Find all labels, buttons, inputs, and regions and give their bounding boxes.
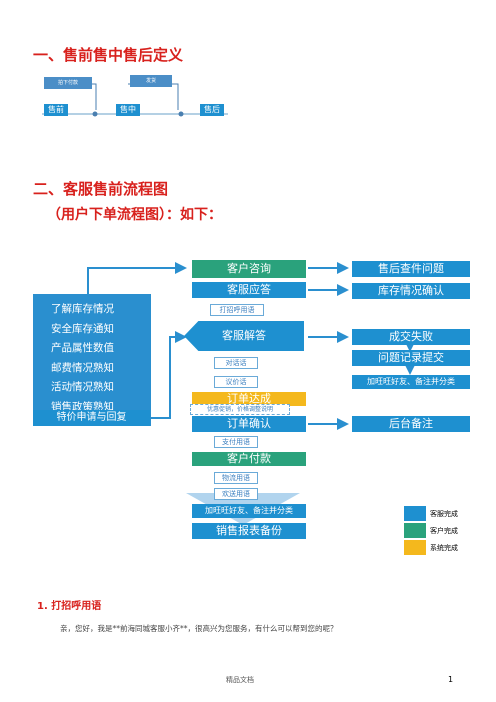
customer-consult: 客户咨询 xyxy=(192,260,306,278)
order-note: 优惠促销，价格调整说明 xyxy=(190,404,290,415)
greet-script: 打招呼用语 xyxy=(210,304,264,316)
legend-label: 客户完成 xyxy=(430,526,458,535)
legend-label: 系统完成 xyxy=(430,543,458,552)
issue-record: 问题记录提交 xyxy=(352,350,470,366)
panel-item: 了解库存情况 xyxy=(51,303,114,315)
section2-title: 二、客服售前流程图 xyxy=(33,180,169,198)
compare-script: 对话话 xyxy=(214,357,258,369)
timeline-diagram: 拍下付款 发货 售前 售中 售后 xyxy=(40,72,230,122)
left-knowledge-panel: 了解库存情况 安全库存通知 产品属性数值 邮费情况熟知 活动情况熟知 销售政策熟… xyxy=(33,294,151,426)
legend-swatch xyxy=(404,523,426,538)
legend-swatch xyxy=(404,540,426,555)
legend-item: 客户完成 xyxy=(404,522,474,539)
panel-item: 产品属性数值 xyxy=(51,342,114,354)
thanks-script: 欢送用语 xyxy=(214,488,258,500)
pay-script: 支付用语 xyxy=(214,436,258,448)
panel-item: 安全库存通知 xyxy=(51,322,114,335)
legend-item: 系统完成 xyxy=(404,539,474,556)
add-friend-right: 加旺旺好友、备注并分类 xyxy=(352,375,470,389)
service-answer: 客服解答 xyxy=(184,321,304,351)
logistics-script: 物流用语 xyxy=(214,472,258,484)
special-price-box: 特价申请与回复 xyxy=(33,410,150,426)
label-aftersale: 售后 xyxy=(200,104,224,116)
add-tag-box: 加旺旺好友、备注并分类 xyxy=(192,504,306,518)
legend: 客服完成 客户完成 系统完成 xyxy=(404,505,474,556)
label-pay: 拍下付款 xyxy=(44,77,92,89)
section1-title: 一、售前售中售后定义 xyxy=(33,46,184,64)
backend-note: 后台备注 xyxy=(352,416,470,432)
after-check: 售后查件问题 xyxy=(352,261,470,277)
service-reply: 客服应答 xyxy=(192,282,306,298)
label-insale: 售中 xyxy=(116,104,140,116)
legend-label: 客服完成 xyxy=(430,509,458,518)
legend-item: 客服完成 xyxy=(404,505,474,522)
page-number: 1 xyxy=(448,675,454,684)
item1-text: 亲，您好，我是**前海同城客服小齐**，很高兴为您服务，有什么可以帮到您的呢？ xyxy=(60,624,338,633)
panel-item: 销售政策熟知 xyxy=(51,400,114,413)
order-done: 订单达成 xyxy=(192,392,306,406)
bargain-script: 议价话 xyxy=(214,376,258,388)
footer-center: 精品文档 xyxy=(226,676,254,684)
label-presale: 售前 xyxy=(44,104,68,116)
customer-pay: 客户付款 xyxy=(192,452,306,466)
sales-report: 销售报表备份 xyxy=(192,523,306,539)
stock-confirm: 库存情况确认 xyxy=(352,283,470,299)
panel-item: 邮费情况熟知 xyxy=(51,361,114,374)
section2-subtitle: （用户下单流程图）：如下： xyxy=(47,207,222,223)
deal-fail: 成交失败 xyxy=(352,329,470,345)
legend-swatch xyxy=(404,506,426,521)
order-confirm: 订单确认 xyxy=(192,416,306,432)
panel-item: 活动情况熟知 xyxy=(51,381,114,393)
label-ship: 发货 xyxy=(130,75,172,87)
item1-title: 1. 打招呼用语 xyxy=(37,601,102,612)
